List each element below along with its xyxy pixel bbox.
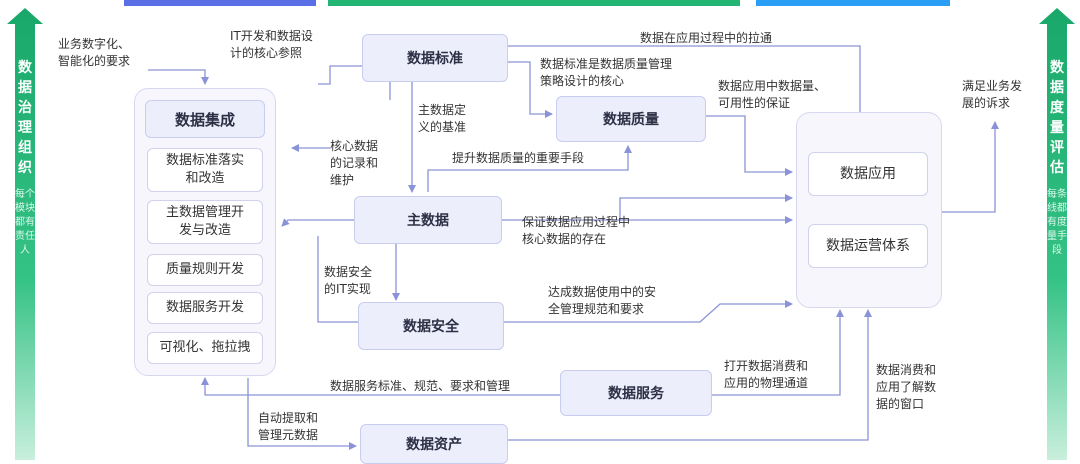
- label-master-basis: 主数据定 义的基准: [418, 103, 467, 134]
- integration-item[interactable]: 数据标准落实 和改造: [147, 148, 263, 192]
- left-sidebar-title: 数据治理组织: [18, 60, 32, 176]
- node-data-standard[interactable]: 数据标准: [362, 34, 508, 82]
- left-up-arrow-icon: [7, 8, 43, 460]
- integration-item[interactable]: 质量规则开发: [147, 254, 263, 286]
- label-physical-channel: 打开数据消费和 应用的物理通道: [724, 359, 809, 390]
- label-core-record: 核心数据 的记录和 维护: [330, 139, 379, 187]
- integration-item[interactable]: 主数据管理开 发与改造: [147, 200, 263, 244]
- label-meet-business: 满足业务发 展的诉求: [962, 79, 1023, 110]
- node-master-data[interactable]: 主数据: [354, 196, 502, 244]
- top-bar-blue: [124, 0, 316, 6]
- top-bar-green: [328, 0, 740, 6]
- label-security-it: 数据安全 的IT实现: [324, 265, 373, 296]
- node-data-security[interactable]: 数据安全: [358, 302, 504, 350]
- node-data-ops-system[interactable]: 数据运营体系: [808, 224, 928, 268]
- left-sidebar: 数据治理组织 每个模块都有责任人: [6, 8, 44, 460]
- integration-title[interactable]: 数据集成: [145, 100, 265, 138]
- node-data-quality[interactable]: 数据质量: [556, 96, 706, 142]
- label-quality-means: 提升数据质量的重要手段: [452, 151, 585, 165]
- top-bar-teal: [756, 0, 950, 6]
- integration-item[interactable]: 可视化、拖拉拽: [147, 332, 263, 364]
- label-std-quality-core: 数据标准是数据质量管理 策略设计的核心: [540, 57, 673, 88]
- right-up-arrow-icon: [1039, 8, 1075, 460]
- node-data-asset[interactable]: 数据资产: [360, 424, 508, 464]
- left-sidebar-subtitle: 每个模块都有责任人: [15, 189, 35, 256]
- application-panel: [796, 112, 942, 308]
- label-app-guarantee: 数据应用中数据量、 可用性的保证: [718, 79, 827, 110]
- label-auto-extract: 自动提取和 管理元数据: [258, 411, 319, 442]
- label-it-reference: IT开发和数据设 计的核心参照: [230, 29, 313, 60]
- label-app-pull: 数据在应用过程中的拉通: [640, 31, 773, 45]
- node-data-service[interactable]: 数据服务: [560, 370, 712, 416]
- right-sidebar-title: 数据度量评估: [1050, 60, 1064, 176]
- integration-item[interactable]: 数据服务开发: [147, 292, 263, 324]
- node-data-application[interactable]: 数据应用: [808, 152, 928, 196]
- label-security-norms: 达成数据使用中的安 全管理规范和要求: [548, 285, 657, 316]
- right-sidebar: 数据度量评估 每条线都有度量手段: [1038, 8, 1076, 460]
- label-core-exist: 保证数据应用过程中 核心数据的存在: [522, 215, 631, 246]
- label-consume-window: 数据消费和 应用了解数 据的窗口: [876, 363, 937, 411]
- right-sidebar-subtitle: 每条线都有度量手段: [1047, 189, 1067, 256]
- label-service-standard: 数据服务标准、规范、要求和管理: [330, 379, 511, 393]
- label-business-req: 业务数字化、 智能化的要求: [58, 37, 131, 68]
